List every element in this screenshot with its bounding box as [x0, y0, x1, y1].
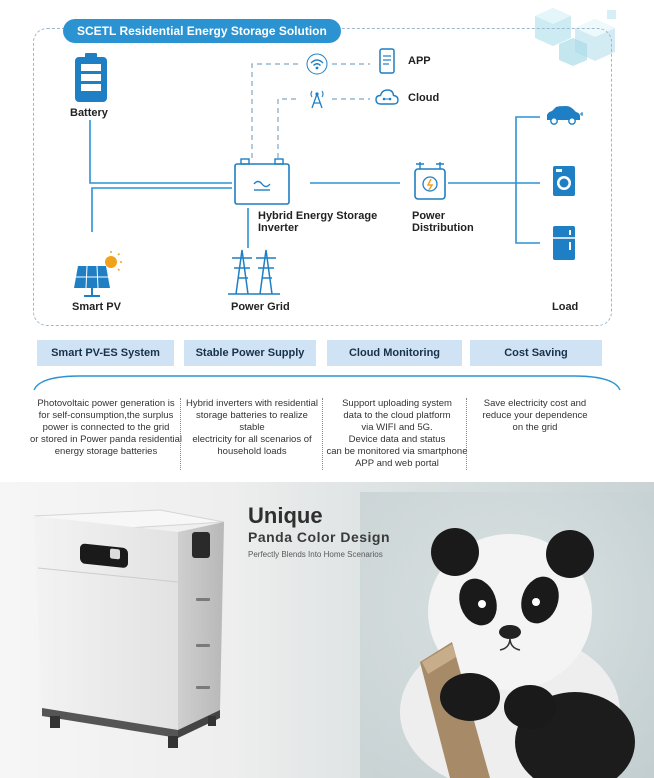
power-distribution-icon	[414, 162, 446, 200]
page-title: SCETL Residential Energy Storage Solutio…	[63, 19, 341, 43]
feature-description-1: Photovoltaic power generation is for sel…	[29, 398, 183, 457]
app-phone-icon	[379, 48, 395, 74]
column-divider	[322, 398, 323, 470]
feature-cost-saving: Cost Saving	[470, 340, 602, 366]
battery-cabinet-image	[33, 509, 225, 748]
battery-label: Battery	[70, 107, 108, 119]
load-label: Load	[552, 301, 579, 313]
cloud-label: Cloud	[408, 92, 440, 104]
refrigerator-icon	[553, 226, 575, 260]
inverter-icon	[234, 158, 290, 205]
smart-pv-label: Smart PV	[72, 301, 121, 313]
panda-design-banner: Unique Panda Color Design Perfectly Blen…	[0, 482, 654, 778]
cloud-icon	[375, 89, 399, 105]
battery-icon	[75, 53, 107, 102]
power-grid-label: Power Grid	[231, 301, 290, 313]
feature-cloud-monitoring: Cloud Monitoring	[327, 340, 462, 366]
feature-description-4: Save electricity cost and reduce your de…	[482, 398, 588, 433]
antenna-icon	[310, 90, 324, 109]
feature-description-3: Support uploading system data to the clo…	[326, 398, 468, 469]
wifi-icon	[306, 53, 328, 75]
app-label: APP	[408, 55, 431, 67]
feature-smart-pv-es: Smart PV-ES System	[37, 340, 174, 366]
banner-subtitle: Panda Color Design	[248, 529, 391, 545]
inverter-label: Hybrid Energy Storage Inverter	[258, 210, 378, 234]
banner-title: Unique	[248, 503, 323, 528]
feature-stable-power-supply: Stable Power Supply	[184, 340, 316, 366]
banner-tagline: Perfectly Blends Into Home Scenarios	[248, 550, 383, 559]
connection-lines	[89, 63, 540, 248]
solar-panel-icon	[74, 251, 122, 297]
panda-photo	[360, 492, 654, 778]
column-divider	[466, 398, 467, 470]
washing-machine-icon	[553, 166, 575, 196]
column-divider	[180, 398, 181, 470]
feature-description-2: Hybrid inverters with residential storag…	[186, 398, 318, 457]
energy-solution-section: SCETL Residential Energy Storage Solutio…	[29, 8, 621, 470]
power-grid-tower-icon	[228, 249, 280, 295]
divider-arc	[33, 375, 621, 391]
power-distribution-label: Power Distribution	[412, 210, 474, 234]
electric-car-icon	[547, 106, 583, 125]
